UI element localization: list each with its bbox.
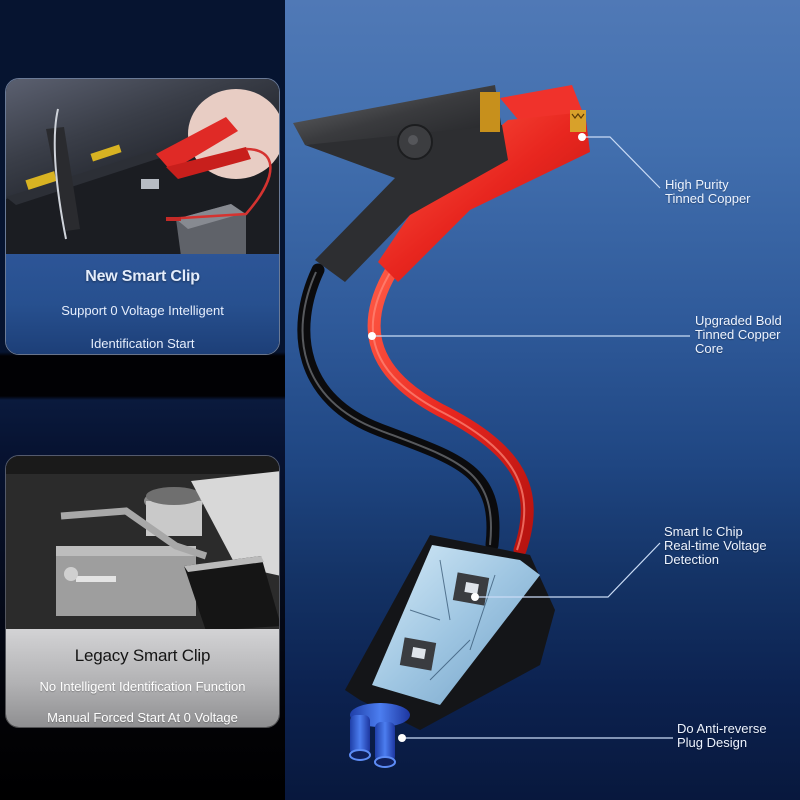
red-clamp [378, 85, 590, 282]
new-clip-subtitle-1: Support 0 Voltage Intelligent [61, 303, 224, 318]
callout-2-line-2: Tinned Copper [695, 327, 781, 342]
callout-3-line-1: Smart Ic Chip [664, 524, 743, 539]
smart-chip-module [345, 535, 555, 768]
legacy-clip-title: Legacy Smart Clip [74, 646, 211, 665]
callout-tinned-copper: High Purity Tinned Copper [665, 178, 751, 206]
callout-2-line-3: Core [695, 341, 724, 356]
new-clip-photo [6, 79, 279, 256]
legacy-smart-clip-card: Legacy Smart Clip No Intelligent Identif… [5, 455, 280, 728]
callout-4-line-1: Do Anti-reverse [677, 721, 767, 736]
comparison-strip: New Smart Clip Support 0 Voltage Intelli… [0, 0, 285, 800]
callout-1-line-2: Tinned Copper [665, 191, 751, 206]
callout-smart-ic-chip: Smart Ic Chip Real-time Voltage Detectio… [664, 525, 767, 567]
callout-2-line-1: Upgraded Bold [695, 313, 782, 328]
new-clip-caption: New Smart Clip Support 0 Voltage Intelli… [6, 254, 279, 354]
product-showcase [285, 0, 800, 800]
legacy-clip-photo [6, 456, 279, 631]
callout-anti-reverse-plug: Do Anti-reverse Plug Design [677, 722, 767, 750]
legacy-clip-subtitle-2: Manual Forced Start At 0 Voltage [47, 710, 238, 725]
callout-copper-core: Upgraded Bold Tinned Copper Core [695, 314, 782, 356]
new-smart-clip-card: New Smart Clip Support 0 Voltage Intelli… [5, 78, 280, 355]
callout-4-line-2: Plug Design [677, 735, 748, 750]
smart-clip-cable-illustration [293, 85, 590, 768]
new-clip-subtitle-2: Identification Start [90, 336, 195, 351]
legacy-clip-subtitle-1: No Intelligent Identification Function [39, 679, 246, 694]
callout-1-line-1: High Purity [665, 177, 729, 192]
black-clamp [293, 85, 508, 282]
callout-3-line-2: Real-time Voltage [664, 538, 767, 553]
legacy-clip-caption: Legacy Smart Clip No Intelligent Identif… [6, 629, 279, 727]
callout-3-line-3: Detection [664, 552, 719, 567]
new-clip-title: New Smart Clip [85, 268, 200, 285]
